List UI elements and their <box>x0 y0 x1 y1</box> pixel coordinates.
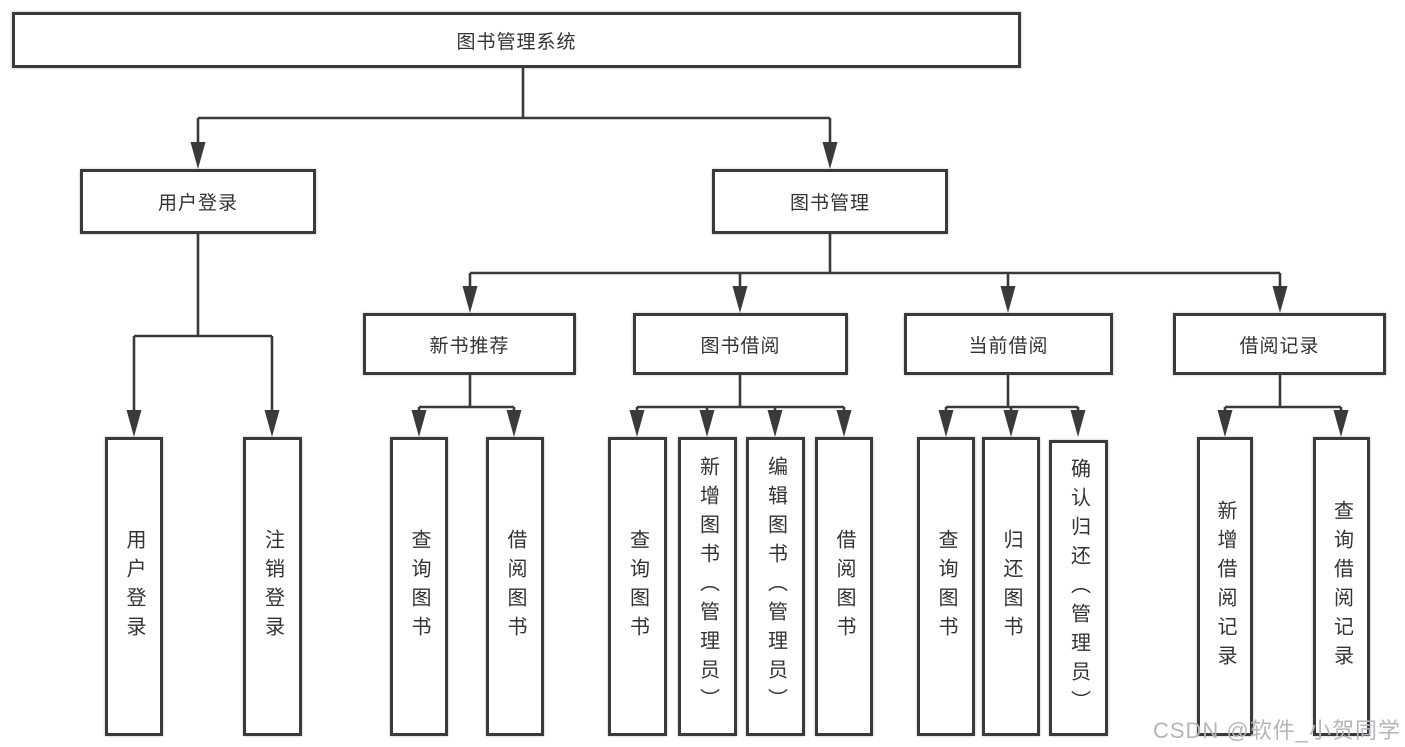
leaf-recommend-borrow-books: 借阅图书 <box>486 437 544 736</box>
leaf-current-return-books: 归还图书 <box>982 437 1040 736</box>
leaf-records-add-record: 新增借阅记录 <box>1197 437 1253 736</box>
csdn-watermark: CSDN @软件_小贺同学 <box>1152 718 1401 743</box>
node-new-book-recommend: 新书推荐 <box>363 313 576 375</box>
leaf-current-query-books: 查询图书 <box>917 437 975 736</box>
leaf-records-query-record: 查询借阅记录 <box>1313 437 1370 736</box>
node-book-borrow: 图书借阅 <box>633 313 848 375</box>
leaf-borrow-edit-books-admin: 编辑图书（管理员） <box>746 437 805 736</box>
leaf-logout: 注销登录 <box>243 437 302 736</box>
node-user-login: 用户登录 <box>80 169 316 234</box>
leaf-recommend-query-books: 查询图书 <box>390 437 448 736</box>
node-borrow-records: 借阅记录 <box>1173 313 1386 375</box>
arrowheads <box>126 142 1349 437</box>
leaf-user-login: 用户登录 <box>105 437 163 736</box>
leaf-borrow-query-books: 查询图书 <box>608 437 667 736</box>
node-book-management: 图书管理 <box>712 169 948 234</box>
leaf-current-confirm-return-admin: 确认归还（管理员） <box>1049 440 1108 736</box>
node-root: 图书管理系统 <box>12 12 1021 68</box>
leaf-borrow-add-books-admin: 新增图书（管理员） <box>678 437 737 736</box>
node-current-borrow: 当前借阅 <box>904 313 1113 375</box>
leaf-borrow-borrow-books: 借阅图书 <box>815 437 873 736</box>
